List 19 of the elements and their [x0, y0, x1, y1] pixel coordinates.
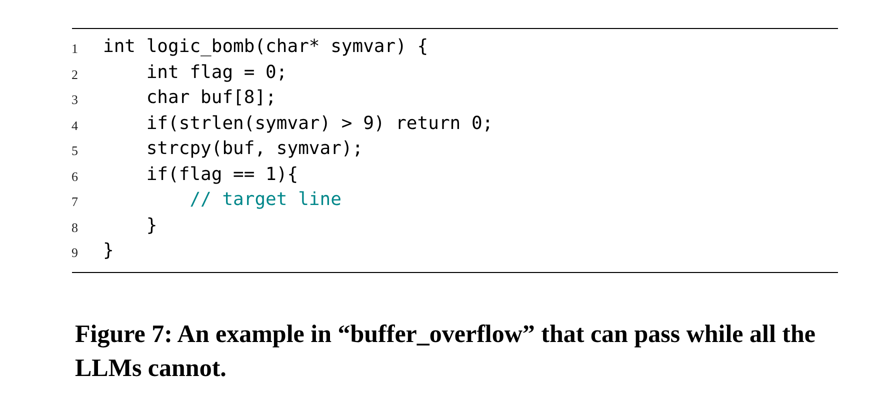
line-number: 9	[70, 245, 78, 261]
code-line: int flag = 0;	[145, 62, 288, 82]
line-number: 1	[70, 41, 78, 57]
code-line: if(flag == 1){	[145, 164, 298, 184]
code-line: }	[145, 214, 158, 236]
line-number: 4	[70, 118, 78, 134]
code-line: char buf[8];	[145, 87, 276, 108]
figure-caption: Figure 7: An example in “buffer_overflow” that can pass while all the LLMs cannot.	[75, 320, 816, 384]
code-line: strcpy(buf, symvar);	[145, 138, 364, 159]
line-number: 5	[70, 143, 78, 159]
line-number: 8	[70, 220, 78, 236]
line-number: 3	[70, 92, 78, 108]
code-line: // target line	[188, 189, 342, 210]
code-line: }	[103, 240, 114, 261]
code-line: if(strlen(symvar) > 9) return 0;	[145, 112, 494, 134]
line-number: 2	[70, 66, 78, 82]
line-number: 6	[70, 168, 78, 184]
line-number: 7	[70, 194, 78, 210]
code-line: int logic_bomb(char* symvar) {	[103, 36, 428, 57]
